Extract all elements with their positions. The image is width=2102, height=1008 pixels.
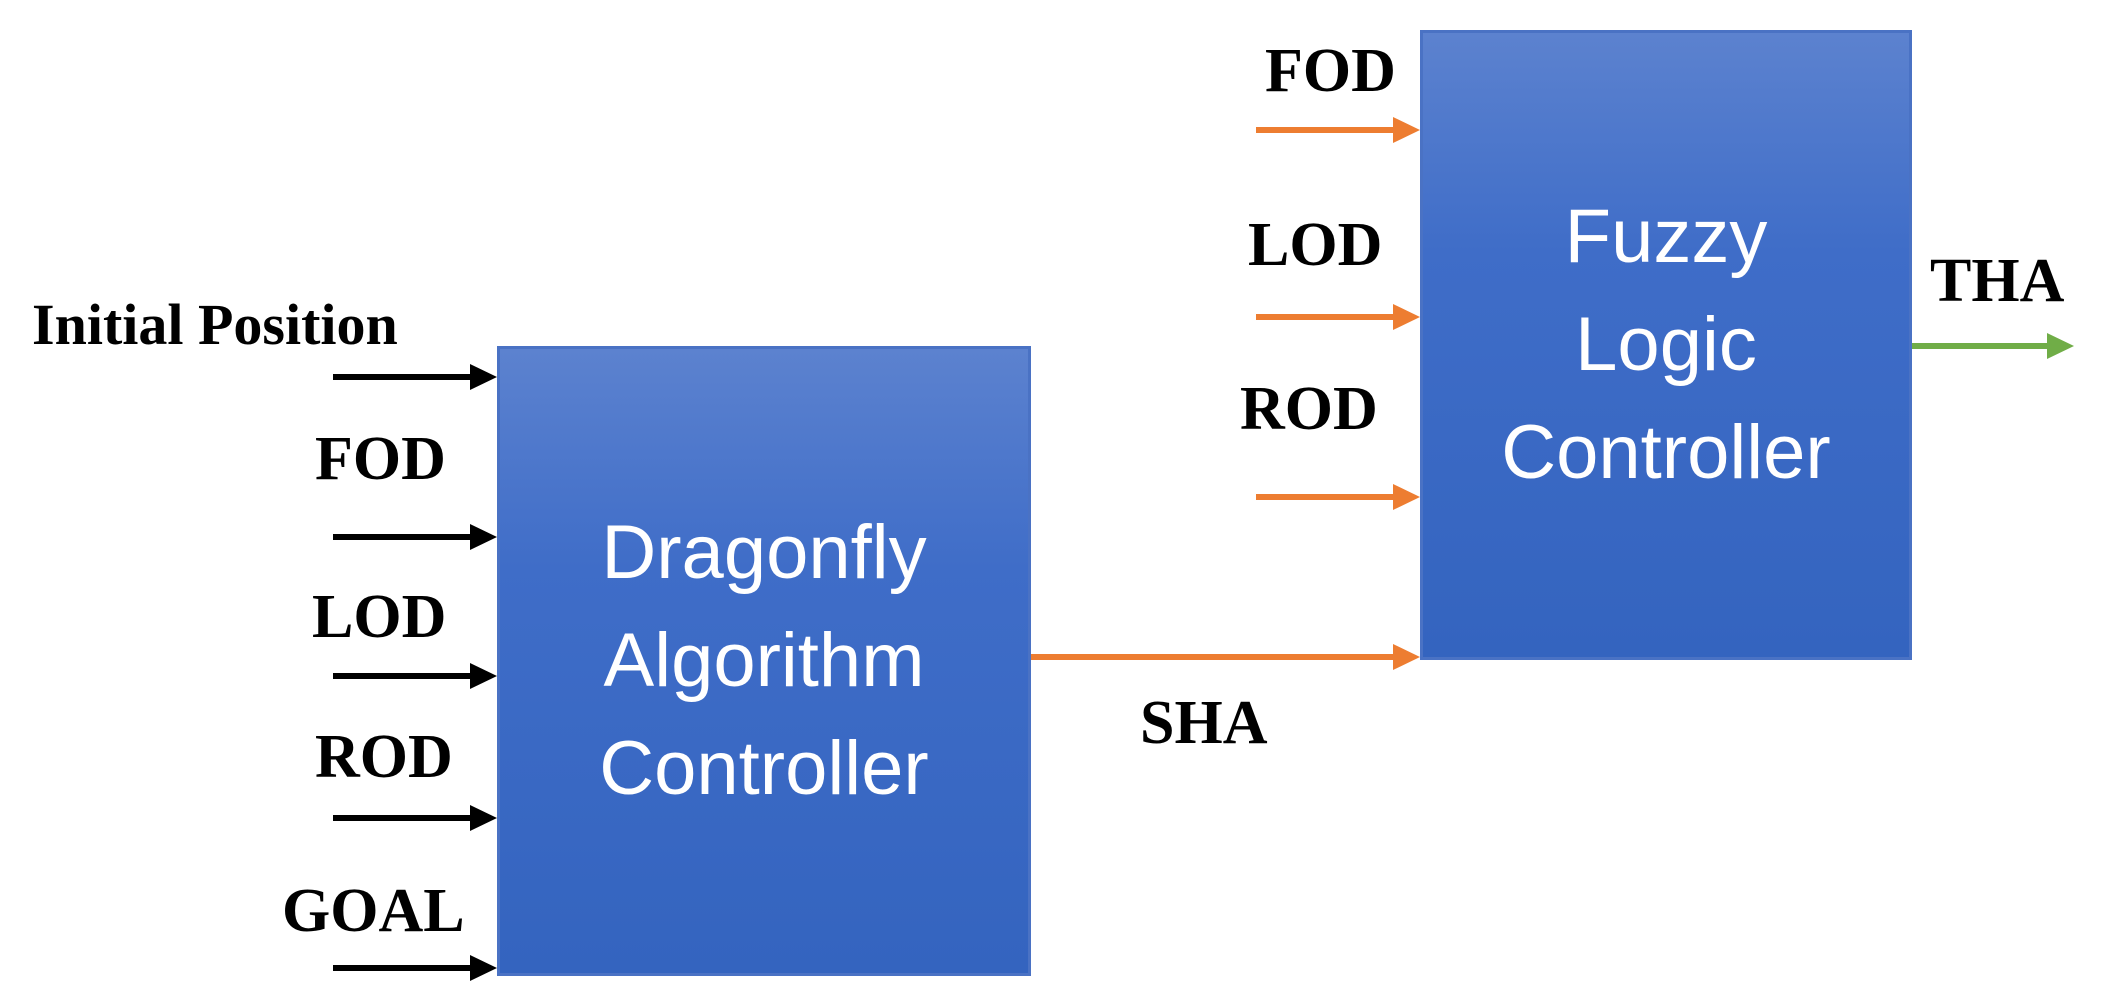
dragonfly-input-arrows <box>333 364 497 981</box>
dragonfly-fod-arrow <box>333 524 497 550</box>
dragonfly-rod-label: ROD <box>315 723 453 791</box>
sha-connection-arrow <box>1031 644 1420 670</box>
fuzzy-logic-controller-block: Fuzzy Logic Controller <box>1420 30 1912 660</box>
goal-arrow <box>333 955 497 981</box>
dragonfly-block-line-2: Algorithm <box>603 618 925 703</box>
fuzzy-fod-label: FOD <box>1265 37 1396 105</box>
dragonfly-block-line-1: Dragonfly <box>601 510 927 595</box>
goal-label: GOAL <box>282 877 465 945</box>
sha-label: SHA <box>1140 689 1268 757</box>
fuzzy-rod-arrow <box>1256 484 1420 510</box>
fuzzy-input-arrows <box>1256 117 1420 510</box>
fuzzy-lod-arrow <box>1256 304 1420 330</box>
fuzzy-block-line-1: Fuzzy <box>1564 194 1768 279</box>
dragonfly-rod-arrow <box>333 805 497 831</box>
dragonfly-algorithm-controller-block: Dragonfly Algorithm Controller <box>497 346 1031 976</box>
initial-position-label: Initial Position <box>32 292 398 357</box>
fuzzy-lod-label: LOD <box>1248 211 1383 279</box>
fuzzy-fod-arrow <box>1256 117 1420 143</box>
fuzzy-block-line-2: Logic <box>1575 302 1757 387</box>
tha-output-arrow <box>1912 333 2074 359</box>
dragonfly-lod-label: LOD <box>312 583 447 651</box>
dragonfly-lod-arrow <box>333 663 497 689</box>
tha-label: THA <box>1930 247 2065 315</box>
fuzzy-block-line-3: Controller <box>1501 410 1831 495</box>
fuzzy-rod-label: ROD <box>1240 375 1378 443</box>
dragonfly-fod-label: FOD <box>315 425 446 493</box>
initial-position-arrow <box>333 364 497 390</box>
dragonfly-block-line-3: Controller <box>599 726 929 811</box>
